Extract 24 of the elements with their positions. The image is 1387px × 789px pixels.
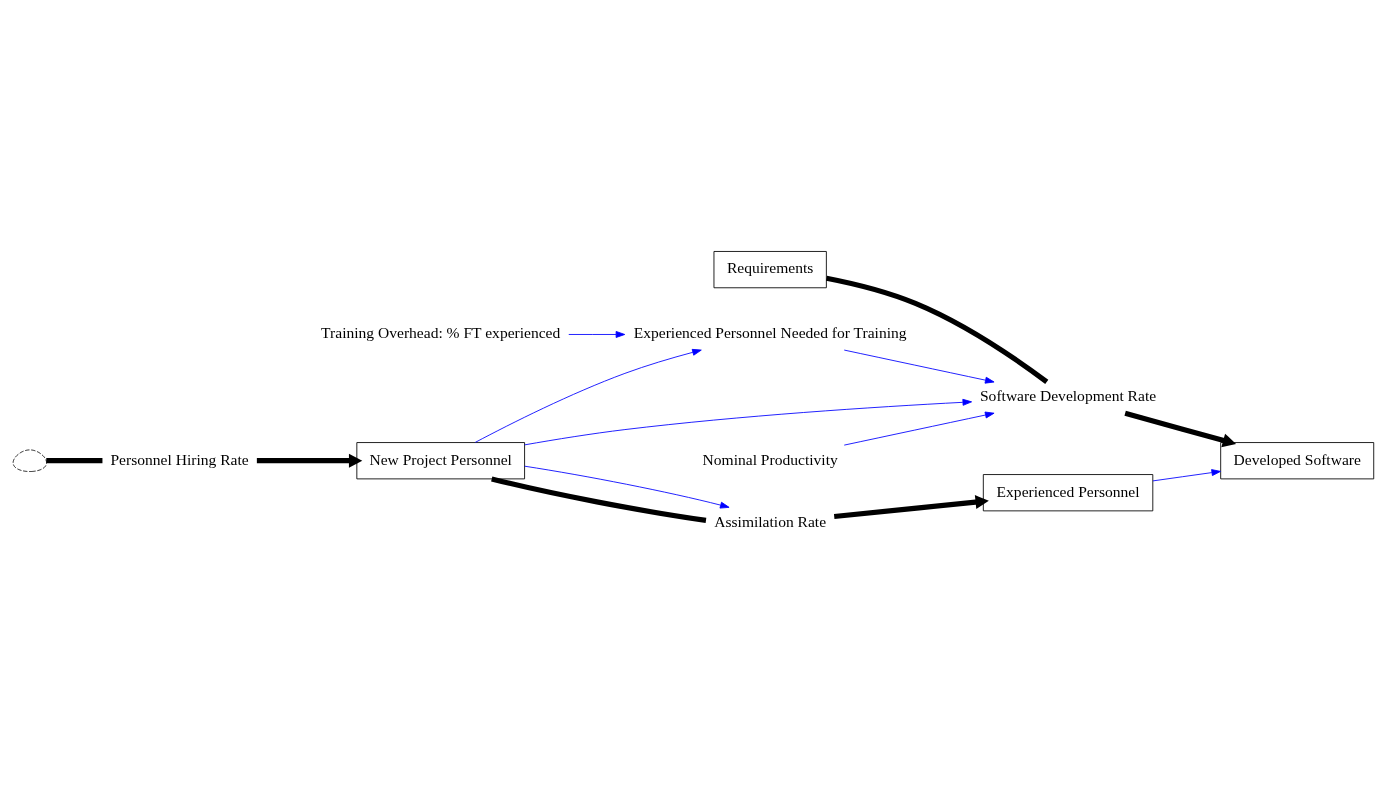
node-box: Developed Software bbox=[1220, 441, 1375, 479]
node-text: Training Overhead: % FT experienced bbox=[321, 323, 561, 341]
node-text: Software Development Rate bbox=[979, 386, 1157, 404]
arrow bbox=[843, 411, 995, 446]
node-cloud bbox=[12, 449, 47, 472]
node-box: Requirements bbox=[713, 250, 827, 288]
node-text: Nominal Productivity bbox=[702, 450, 838, 468]
arrow bbox=[256, 453, 363, 468]
connector bbox=[46, 457, 103, 463]
arrow bbox=[524, 465, 730, 508]
arrow bbox=[833, 494, 989, 519]
node-box: New Project Personnel bbox=[356, 441, 525, 479]
arrow bbox=[474, 348, 702, 443]
connector bbox=[491, 475, 707, 523]
node-text: Personnel Hiring Rate bbox=[110, 450, 249, 468]
node-box: Experienced Personnel bbox=[982, 473, 1154, 511]
arrow bbox=[1124, 410, 1237, 447]
arrow bbox=[568, 330, 626, 338]
connector bbox=[826, 275, 1049, 384]
node-text: Assimilation Rate bbox=[714, 512, 827, 530]
node-text: Experienced Personnel Needed for Training bbox=[633, 323, 907, 341]
arrow bbox=[843, 349, 995, 384]
arrow bbox=[524, 398, 973, 445]
arrow bbox=[1152, 468, 1221, 481]
